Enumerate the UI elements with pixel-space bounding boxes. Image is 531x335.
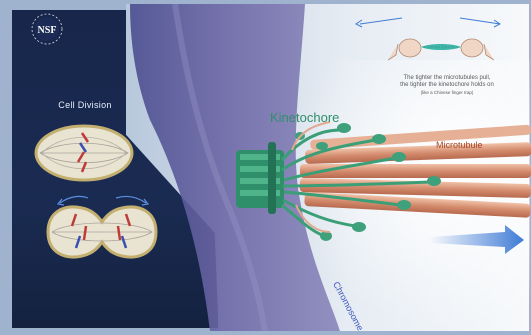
finger-trap-illustration xyxy=(356,18,500,60)
finger-trap-caption: The tighter the microtubules pull, the t… xyxy=(372,75,522,96)
cell-diagram-metaphase xyxy=(36,126,132,180)
microtubule-label: Microtubule xyxy=(436,140,483,150)
cell-diagram-anaphase xyxy=(48,196,156,257)
cell-division-title: Cell Division xyxy=(50,100,120,110)
caption-line-2: the tighter the kinetochore holds on xyxy=(372,82,522,89)
nsf-logo-text: NSF xyxy=(38,25,57,36)
caption-line-1: The tighter the microtubules pull, xyxy=(372,75,522,82)
caption-line-3: (like a Chinese finger trap) xyxy=(372,89,522,96)
nsf-logo: NSF xyxy=(32,14,62,44)
kinetochore-label: Kinetochore xyxy=(270,110,339,125)
pull-direction-arrow xyxy=(430,225,524,254)
microtubule-bundle xyxy=(300,125,531,218)
